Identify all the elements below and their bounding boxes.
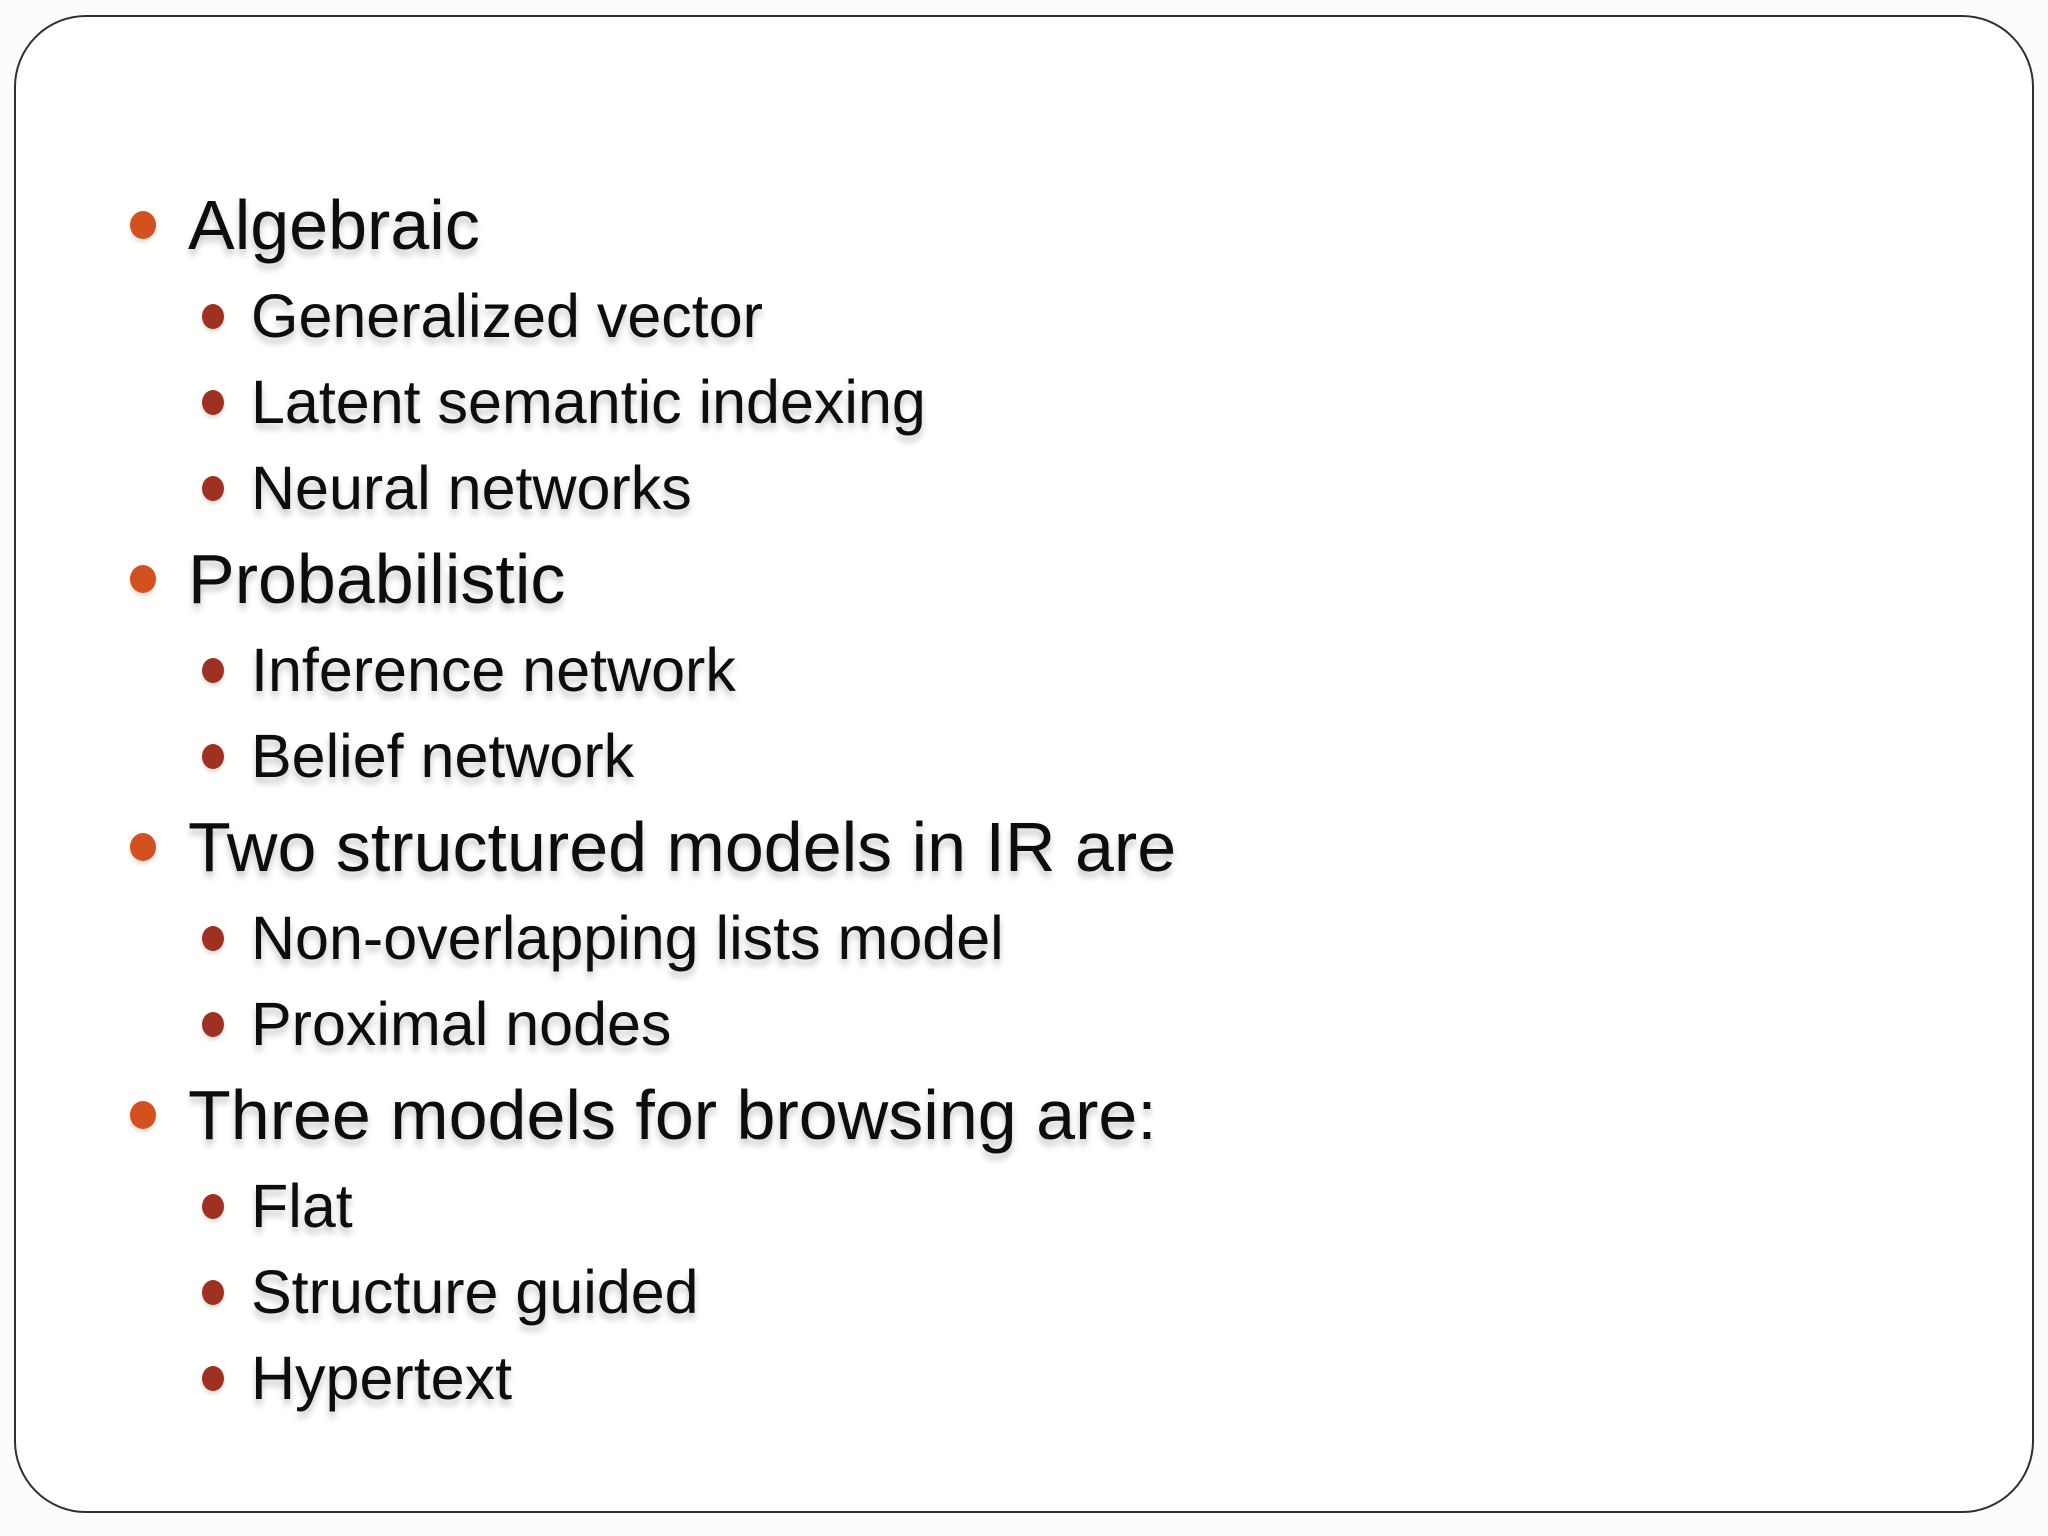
bullet-item-level2: Structure guided (16, 1249, 2012, 1335)
bullet-icon (202, 743, 224, 769)
bullet-text: Belief network (251, 722, 635, 790)
bullet-icon (130, 565, 156, 593)
bullet-item-level2: Hypertext (16, 1335, 2012, 1421)
bullet-text: Probabilistic (188, 540, 566, 618)
bullet-icon (130, 211, 156, 239)
slide-frame: Algebraic Generalized vector Latent sema… (14, 15, 2034, 1513)
bullet-text: Three models for browsing are: (188, 1076, 1157, 1154)
bullet-item-level2: Belief network (16, 713, 2012, 799)
bullet-icon (202, 475, 224, 501)
bullet-text: Latent semantic indexing (251, 368, 926, 436)
slide-content: Algebraic Generalized vector Latent sema… (16, 177, 2012, 1421)
bullet-icon (130, 833, 156, 861)
bullet-item-level2: Generalized vector (16, 273, 2012, 359)
bullet-icon (202, 1279, 224, 1305)
bullet-text: Algebraic (188, 186, 480, 264)
bullet-item-level1: Algebraic (16, 177, 2012, 273)
bullet-item-level2: Non-overlapping lists model (16, 895, 2012, 981)
bullet-item-level1: Two structured models in IR are (16, 799, 2012, 895)
bullet-text: Structure guided (251, 1258, 699, 1326)
bullet-text: Proximal nodes (251, 990, 672, 1058)
bullet-text: Non-overlapping lists model (251, 904, 1004, 972)
bullet-icon (202, 925, 224, 951)
bullet-text: Neural networks (251, 454, 692, 522)
bullet-icon (202, 389, 224, 415)
bullet-icon (202, 303, 224, 329)
bullet-text: Generalized vector (251, 282, 763, 350)
bullet-item-level1: Three models for browsing are: (16, 1067, 2012, 1163)
bullet-text: Hypertext (251, 1344, 513, 1412)
bullet-text: Flat (251, 1172, 353, 1240)
bullet-item-level1: Probabilistic (16, 531, 2012, 627)
bullet-icon (130, 1101, 156, 1129)
bullet-icon (202, 1365, 224, 1391)
bullet-item-level2: Proximal nodes (16, 981, 2012, 1067)
bullet-icon (202, 1193, 224, 1219)
bullet-text: Inference network (251, 636, 736, 704)
bullet-item-level2: Flat (16, 1163, 2012, 1249)
bullet-item-level2: Latent semantic indexing (16, 359, 2012, 445)
bullet-text: Two structured models in IR are (188, 808, 1177, 886)
bullet-item-level2: Neural networks (16, 445, 2012, 531)
bullet-icon (202, 1011, 224, 1037)
bullet-icon (202, 657, 224, 683)
bullet-item-level2: Inference network (16, 627, 2012, 713)
